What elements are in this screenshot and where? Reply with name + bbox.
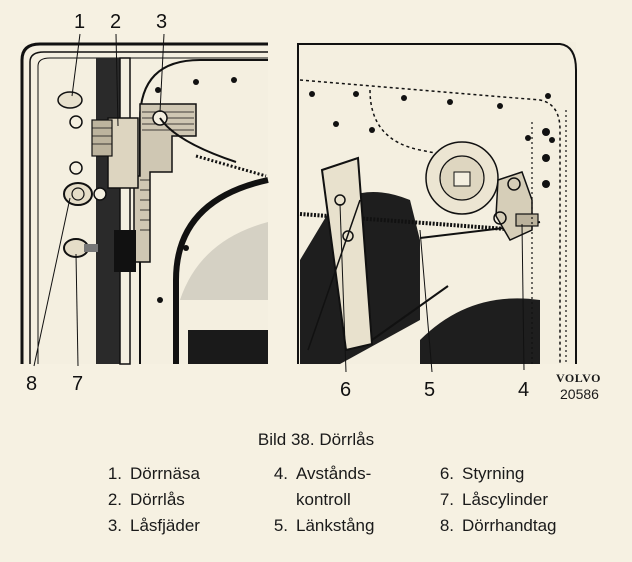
callout-7: 7 — [72, 373, 84, 395]
legend-item: 2.Dörrlås — [107, 490, 185, 509]
legend-item: 7.Låscylinder — [439, 490, 548, 509]
legend-item: 3.Låsfjäder — [107, 516, 200, 535]
left-panel — [20, 42, 269, 365]
callout-2: 2 — [110, 11, 122, 33]
legend-item: 1.Dörrnäsa — [107, 464, 200, 483]
legend-column-3: 6.Styrning 7.Låscylinder 8.Dörrhandtag — [424, 461, 557, 539]
callout-5: 5 — [424, 379, 436, 401]
legend-item-continuation: kontroll — [296, 490, 351, 509]
callout-8: 8 — [26, 373, 38, 395]
callout-4: 4 — [518, 379, 530, 401]
legend-item: 5.Länkstång — [273, 516, 375, 535]
volvo-logo-text: VOLVO — [556, 371, 601, 385]
legend-item: 8.Dörrhandtag — [439, 516, 557, 535]
figure-reference-number: 20586 — [560, 386, 599, 402]
callout-3: 3 — [156, 11, 168, 33]
right-panel — [296, 42, 577, 364]
legend-column-2: 4.Avstånds- kontroll 5.Länkstång — [258, 461, 375, 539]
callout-1: 1 — [74, 11, 86, 33]
figure-caption: Bild 38. Dörrlås — [257, 430, 375, 449]
callout-6: 6 — [340, 379, 352, 401]
legend-column-1: 1.Dörrnäsa 2.Dörrlås 3.Låsfjäder — [92, 461, 200, 539]
legend-item: 6.Styrning — [439, 464, 525, 483]
legend-item: 4.Avstånds- — [273, 464, 372, 483]
door-lock-illustration — [20, 33, 577, 373]
leader-lines — [33, 33, 525, 373]
